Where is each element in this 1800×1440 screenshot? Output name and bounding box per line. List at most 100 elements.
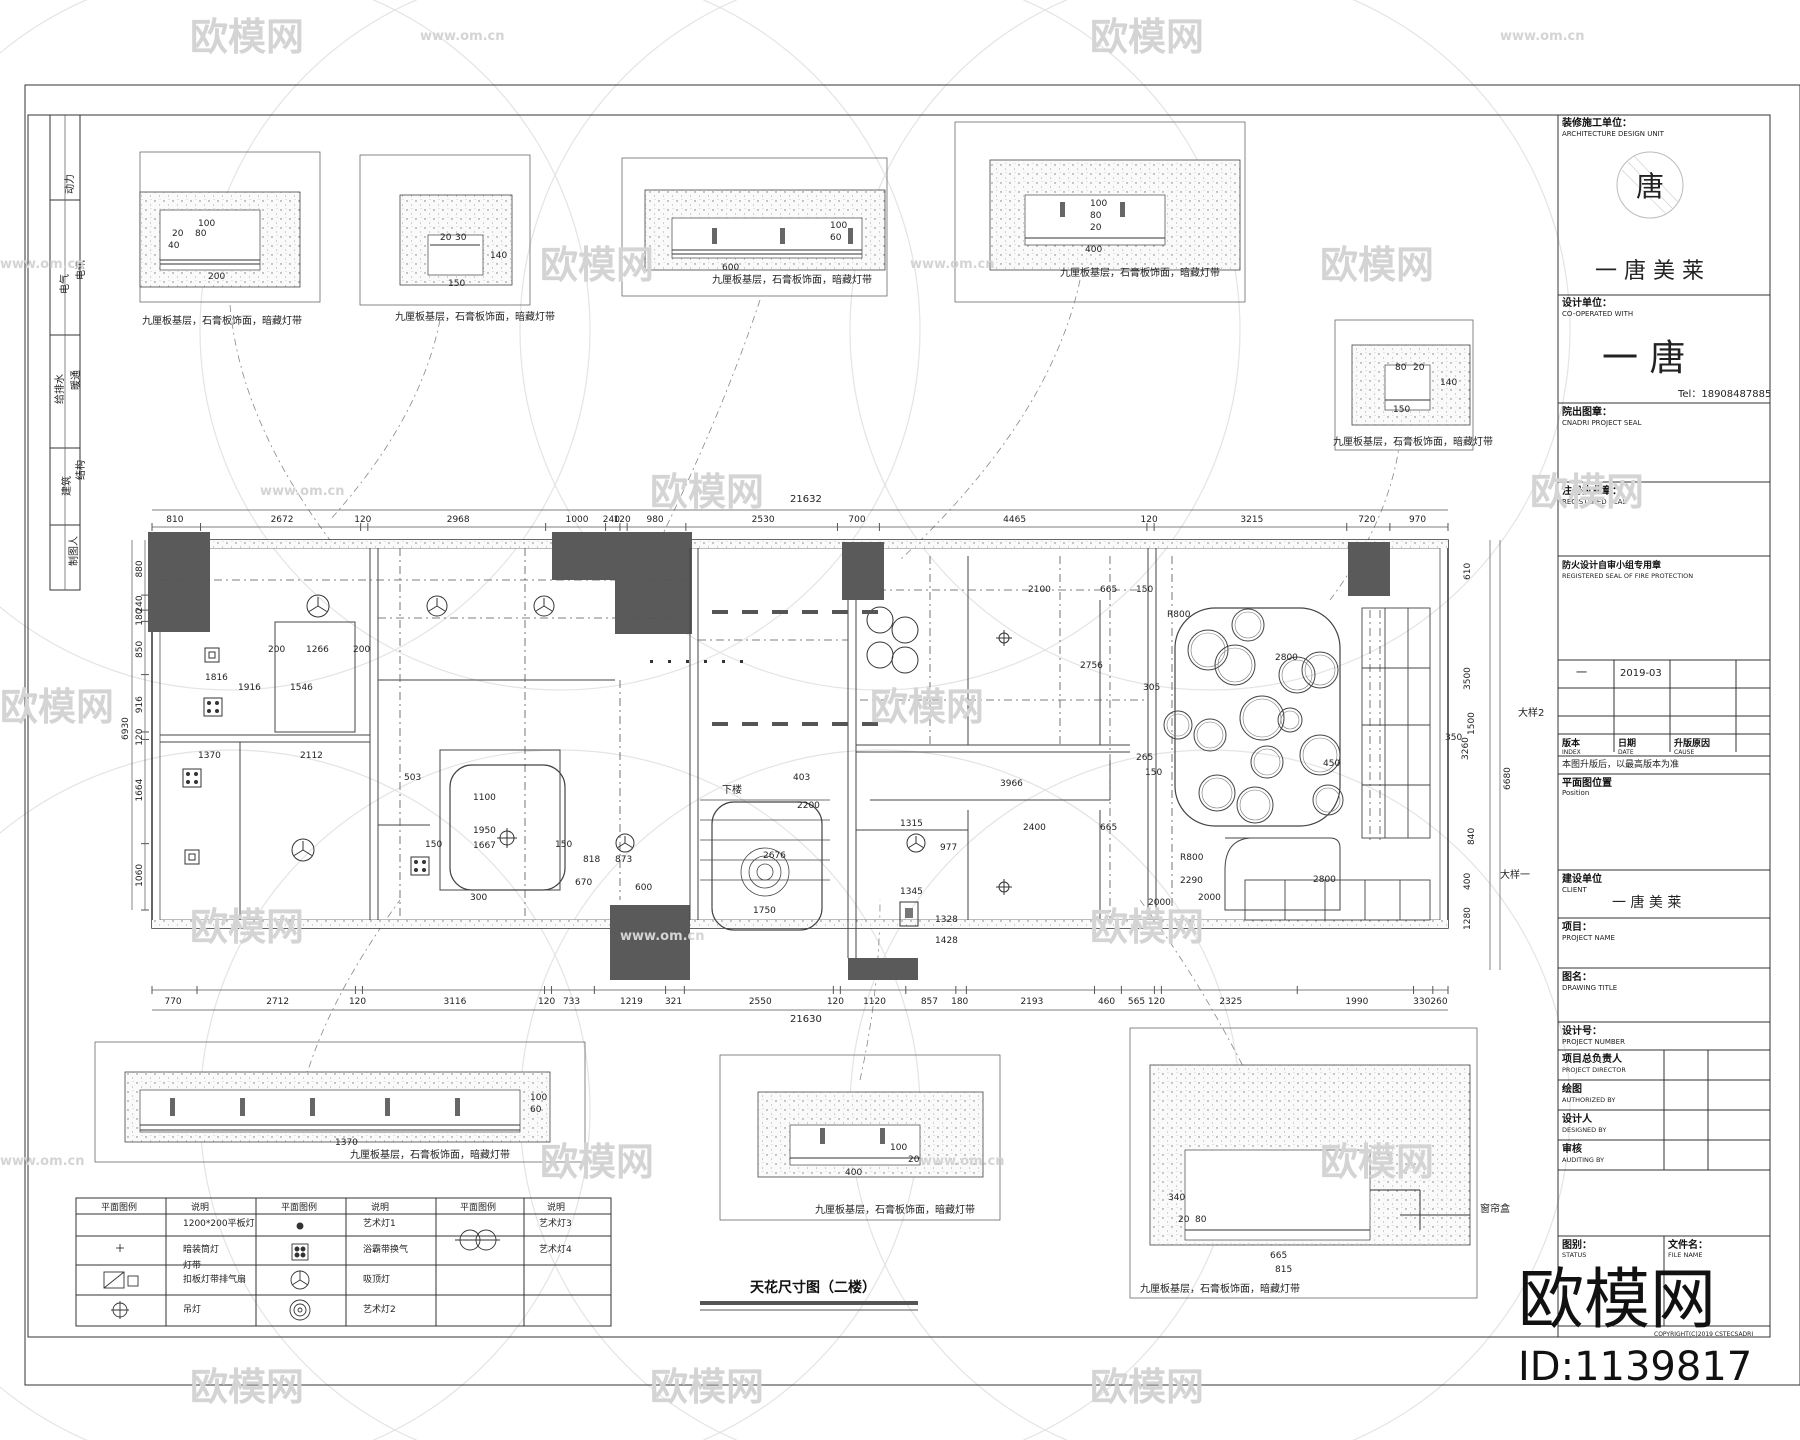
detail-note: 九厘板基层，石膏板饰面，暗藏灯带 xyxy=(395,310,555,323)
dim-text: 400 xyxy=(1463,873,1473,890)
dim-text: 1120 xyxy=(863,997,886,1007)
detail-note: 九厘板基层，石膏板饰面，暗藏灯带 xyxy=(1060,266,1220,279)
vent-dot xyxy=(422,860,426,864)
vent-dot xyxy=(414,860,418,864)
legend-header: 说明 xyxy=(191,1201,209,1213)
watermark-brand: 欧模网 xyxy=(1320,243,1434,287)
dim-text: 120 xyxy=(827,997,844,1007)
ceiling-light-icon xyxy=(533,595,555,617)
column xyxy=(1348,542,1390,596)
version-date: 2019-03 xyxy=(1620,668,1662,679)
spot-light xyxy=(668,660,671,663)
legend-description: 灯带 xyxy=(183,1260,201,1271)
detail-dim: 400 xyxy=(845,1168,862,1178)
watermark-brand: 欧模网 xyxy=(870,685,984,729)
linear-light xyxy=(742,722,758,726)
section-detail-5: 80 20 140 150 九厘板基层，石膏板饰面，暗藏灯带 xyxy=(1333,319,1493,451)
art-light-ring-inner xyxy=(1234,611,1262,639)
watermark-site: www.om.cn xyxy=(910,257,995,272)
dim-text: 6930 xyxy=(121,717,131,740)
dim-text: 857 xyxy=(921,997,938,1007)
watermark-site: www.om.cn xyxy=(0,257,85,272)
dim-text: 3260 xyxy=(1461,737,1471,760)
art-light-ring-inner xyxy=(1217,647,1253,683)
dim-text: 503 xyxy=(404,773,421,783)
cause-en: CAUSE xyxy=(1674,749,1694,756)
ceiling-light-spoke xyxy=(428,605,438,612)
art-light-icon xyxy=(891,616,919,644)
dim-text: 2800 xyxy=(1313,875,1336,885)
status-en: STATUS xyxy=(1562,1251,1586,1259)
vent-dot xyxy=(186,772,190,776)
dim-text: 180 xyxy=(135,608,145,625)
drawing-title-block: 天花尺寸图（二楼） xyxy=(700,1279,918,1311)
art-light-ring-inner xyxy=(1253,748,1281,776)
construction-unit-cn: 装修施工单位： xyxy=(1561,116,1632,129)
ceiling-light-icon xyxy=(615,833,635,853)
legend-header: 平面图例 xyxy=(281,1201,317,1213)
vent-dot xyxy=(186,780,190,784)
dim-text: 1500 xyxy=(1467,712,1477,735)
detail-dim: 30 xyxy=(455,233,467,243)
dim-text: 873 xyxy=(615,855,632,865)
watermark-brand: 欧模网 xyxy=(1090,1365,1204,1409)
room-label-downstairs: 下楼 xyxy=(722,783,742,796)
dim-text: 2100 xyxy=(1028,585,1051,595)
dim-text: 2400 xyxy=(1023,823,1046,833)
watermark-site: www.om.cn xyxy=(0,1154,85,1169)
detail-dim: 100 xyxy=(830,221,847,231)
dim-text: 610 xyxy=(1463,563,1473,580)
art-light-ring xyxy=(1312,784,1344,816)
fire-seal-en: REGISTERED SEAL OF FIRE PROTECTION xyxy=(1562,572,1693,580)
vent-icon xyxy=(203,697,223,717)
dim-text: 840 xyxy=(1467,828,1477,845)
reg-seal-en: REGISTERED SEAL xyxy=(1562,498,1626,506)
detail-dim: 100 xyxy=(1090,199,1107,209)
legend-description: 吊灯 xyxy=(183,1304,201,1315)
dim-text: 6680 xyxy=(1503,767,1513,790)
art-light-ring-inner xyxy=(1166,713,1190,737)
date-en: DATE xyxy=(1618,749,1634,756)
detail-dim: 20 xyxy=(440,233,452,243)
light-fixtures xyxy=(182,594,1012,927)
watermarks: 欧模网 www.om.cn 欧模网 www.om.cn 欧模网 www.om.c… xyxy=(0,15,1752,1409)
ceiling-light-icon xyxy=(426,595,448,617)
dim-text: 260 xyxy=(1430,997,1447,1007)
detail-dim: 100 xyxy=(530,1093,547,1103)
ceiling-light-icon xyxy=(906,833,926,853)
design-unit-cn: 设计单位： xyxy=(1562,296,1612,309)
detail-dim: 140 xyxy=(490,251,507,261)
panel-light-icon xyxy=(184,849,200,865)
ceiling-light-spoke xyxy=(293,849,304,856)
vent-icon xyxy=(182,768,202,788)
dim-text: 1345 xyxy=(900,887,923,897)
design-unit-en: CO-OPERATED WITH xyxy=(1562,310,1633,318)
ceiling-light-spoke xyxy=(617,842,626,848)
detail-dim: 80 xyxy=(1090,211,1102,221)
dim-text: 321 xyxy=(665,997,682,1007)
ceiling-light-spoke xyxy=(915,842,924,848)
dim-text: 733 xyxy=(563,997,580,1007)
linear-light xyxy=(802,610,818,614)
dim-text: 916 xyxy=(135,696,145,713)
ceiling-light-spoke xyxy=(317,605,328,612)
section-detail-2: 30 20 140 150 九厘板基层，石膏板饰面，暗藏灯带 xyxy=(359,154,555,323)
dim-text: 670 xyxy=(575,878,592,888)
dim-text: 700 xyxy=(848,515,865,525)
vent-dot xyxy=(422,868,426,872)
detail-note: 九厘板基层，石膏板饰面，暗藏灯带 xyxy=(1140,1282,1300,1295)
section-detail-8: 340 20 80 665 815 窗帘盒 九厘板基层，石膏板饰面，暗藏灯带 xyxy=(1129,1027,1510,1299)
art-light-ring xyxy=(1236,786,1274,824)
dim-text: 240 xyxy=(603,515,620,525)
detail-dim: 100 xyxy=(890,1143,907,1153)
position-cn: 平面图位置 xyxy=(1562,776,1612,789)
art-light-ring xyxy=(1198,774,1236,812)
dim-text: R800 xyxy=(1167,610,1191,620)
curtain-box-label: 窗帘盒 xyxy=(1480,1202,1510,1215)
art-light-ring xyxy=(1163,710,1193,740)
art-light-ring-inner xyxy=(1315,787,1341,813)
dim-text: R800 xyxy=(1180,853,1204,863)
overall-dim-bottom: 21630 xyxy=(790,1014,822,1025)
art-light-icon xyxy=(866,641,894,669)
